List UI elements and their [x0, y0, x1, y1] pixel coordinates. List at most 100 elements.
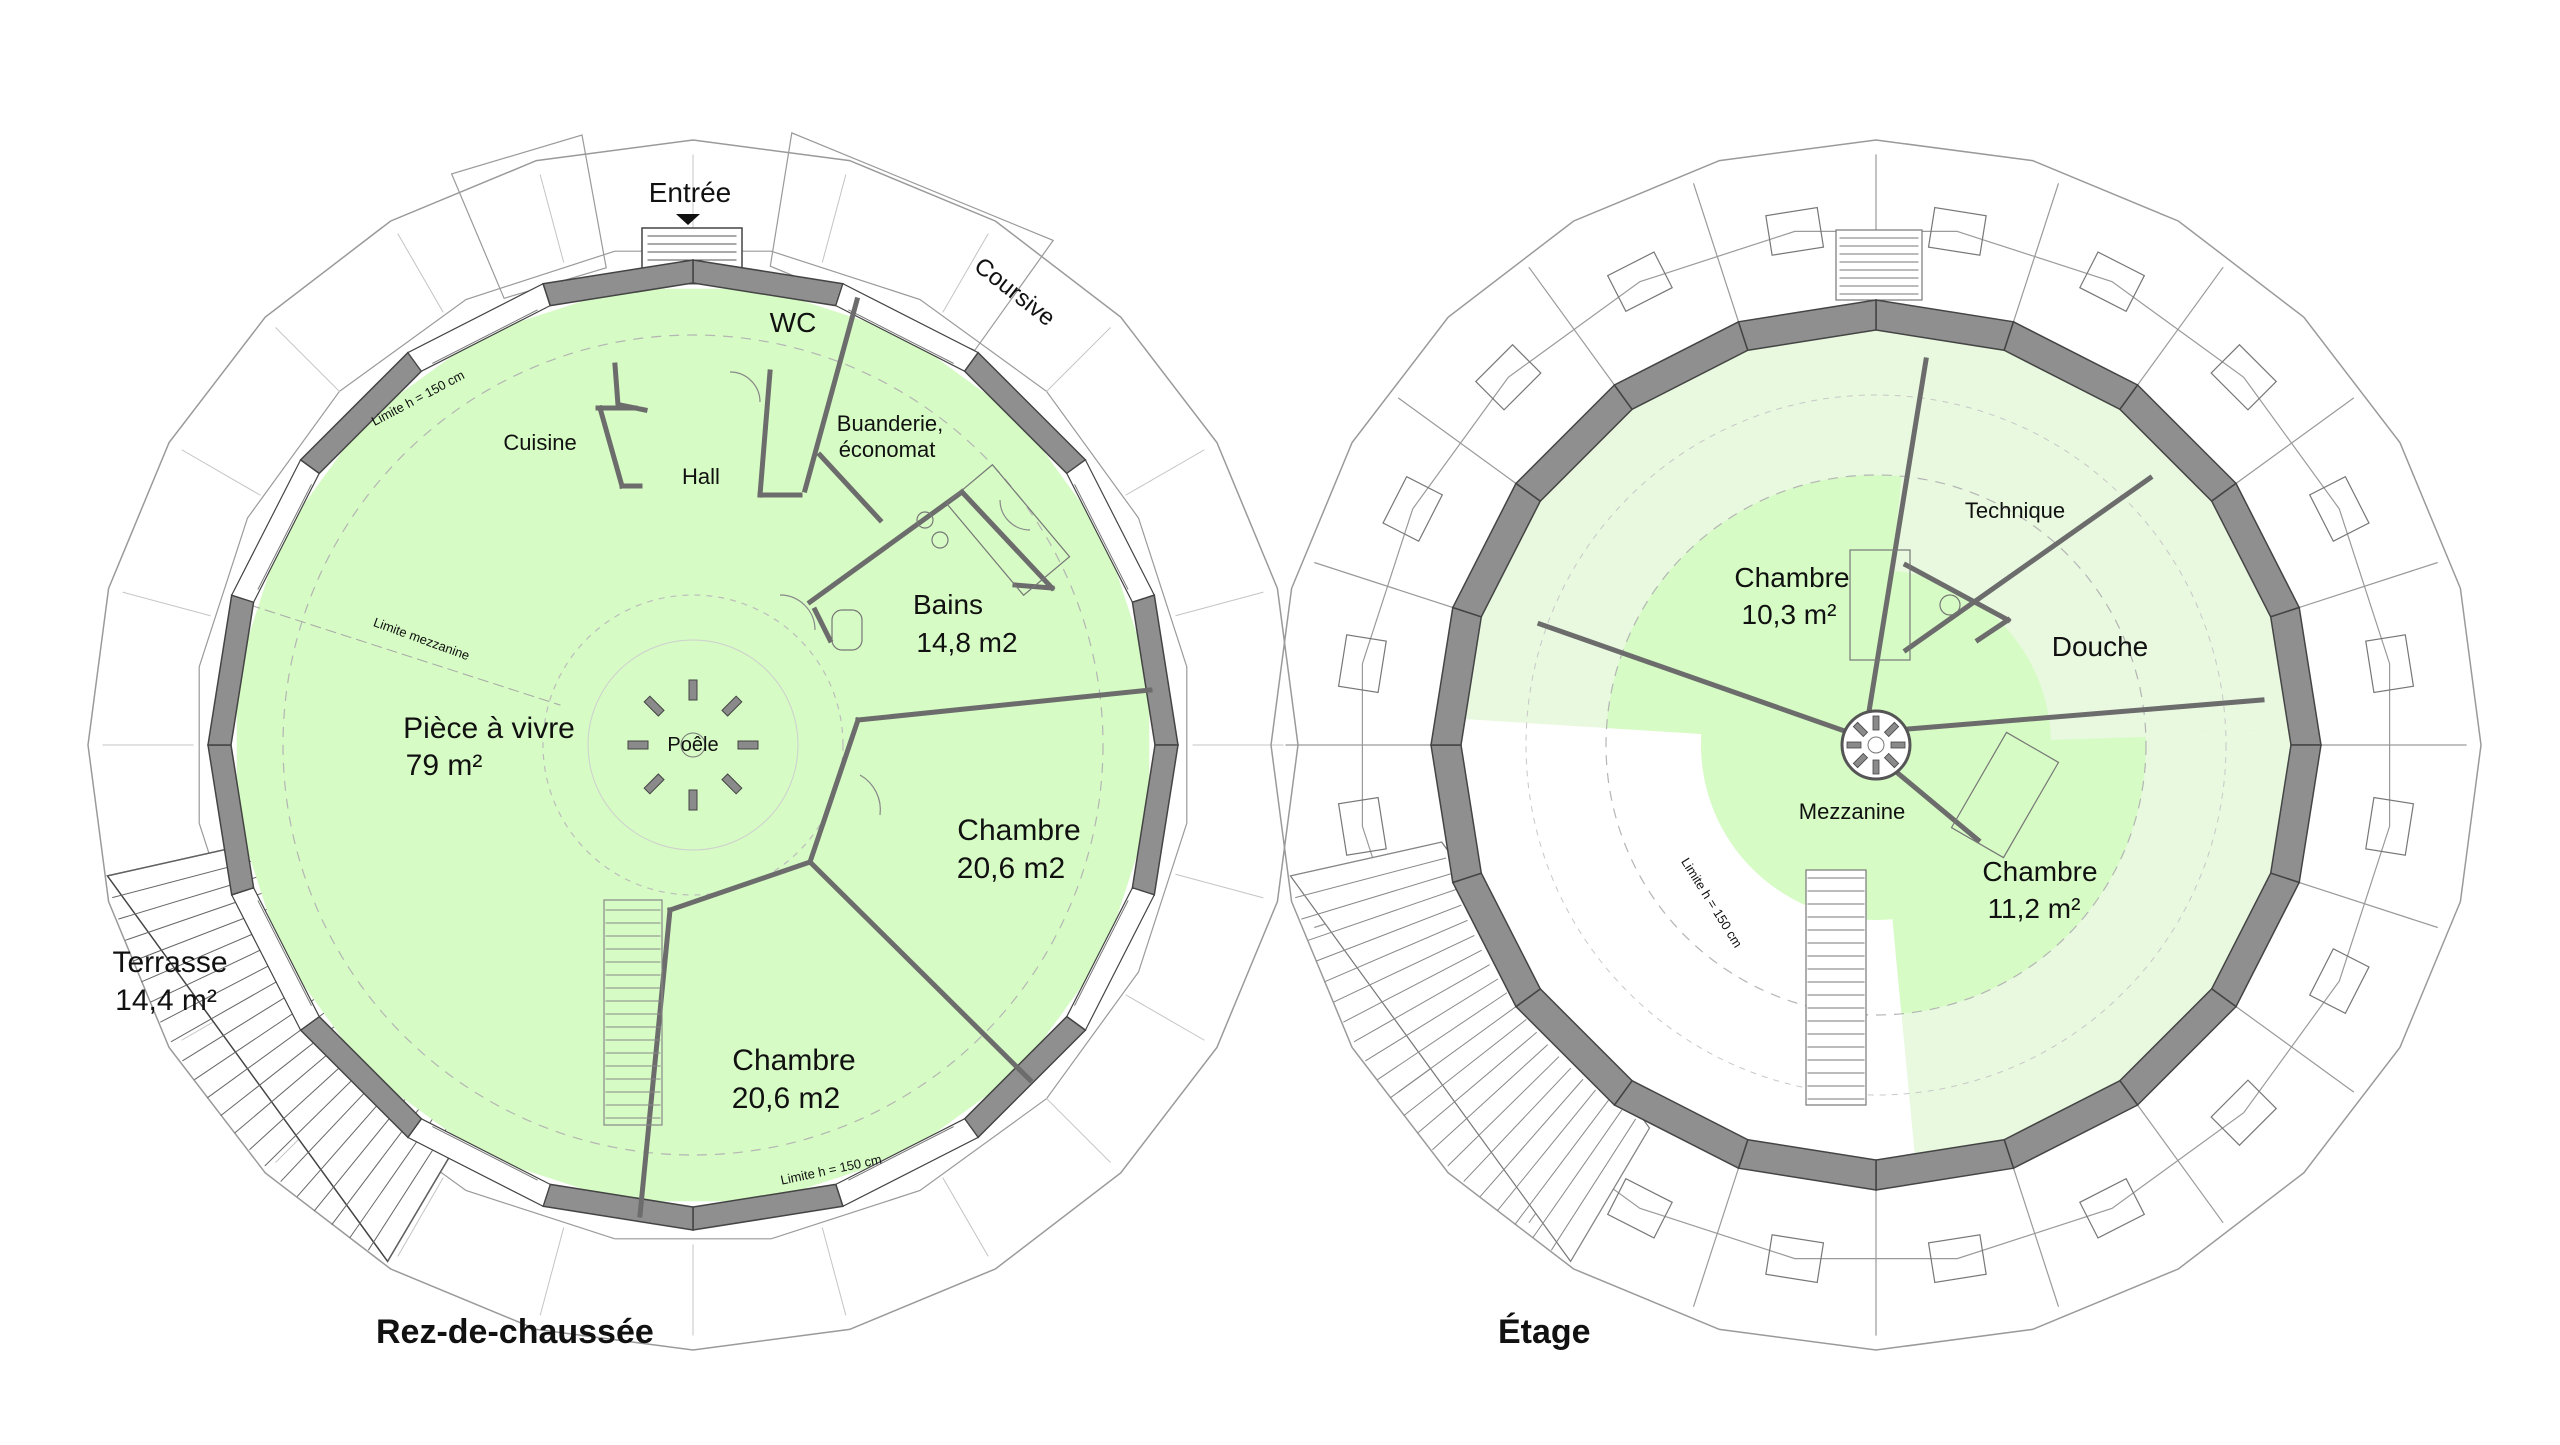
roof-panel-joint: [1692, 1162, 1741, 1307]
label-bains-name: Bains: [913, 589, 983, 620]
upper-terrasse-plank: [1514, 1099, 1610, 1225]
roof-panel-joint: [1528, 266, 1619, 390]
upper-floor-outer-walls: [1430, 299, 2322, 1191]
stove-tile: [643, 695, 665, 717]
window-glass: [1074, 900, 1129, 1006]
roof-panel-joint: [2231, 397, 2355, 488]
upper-floor-plan: Chambre 10,3 m² Technique Douche Mezzani…: [1270, 139, 2482, 1351]
core-tile: [1872, 715, 1880, 731]
window-glass: [257, 484, 312, 590]
upper-terrasse-plank: [1496, 1089, 1596, 1212]
label-terrasse-name: Terrasse: [112, 946, 227, 979]
upper-stair-outline: [1805, 869, 1867, 1106]
deck-joint: [1045, 327, 1111, 393]
roof-panel-joint: [2133, 266, 2224, 390]
roof-outer-outline: [1270, 139, 2482, 1351]
skylight: [2210, 343, 2278, 411]
chambre-a-inner-fill: [1606, 475, 1902, 745]
partition-wall: [811, 606, 834, 644]
label-upper-technique: Technique: [1965, 498, 2065, 523]
upper-floor-outer-ring: [1270, 139, 2482, 1351]
upper-terrasse-plank: [1550, 1118, 1637, 1251]
skylight: [2365, 796, 2415, 856]
upper-floor-dashed-lines: [1525, 394, 2227, 1096]
upper-terrasse-plank: [1377, 992, 1508, 1081]
label-coursive: Coursive: [969, 252, 1060, 332]
stove-tile: [721, 695, 743, 717]
label-upper-chambre-a-name: Chambre: [1734, 562, 1849, 593]
interior-stair-outline: [603, 899, 663, 1126]
stove-tile: [688, 679, 698, 701]
core-center: [1867, 736, 1885, 754]
upper-terrasse-plank: [1301, 873, 1451, 920]
upper-terrasse-plank: [1343, 949, 1482, 1023]
outer-deck-outline: [87, 139, 1299, 1351]
partition-wall: [855, 687, 1153, 723]
label-piece-area: 79 m²: [406, 749, 483, 782]
label-chambre-a-name: Chambre: [957, 814, 1080, 847]
skylight: [1337, 634, 1387, 694]
label-upper-chambre-b-name: Chambre: [1982, 856, 2097, 887]
deck-joint: [397, 1177, 444, 1257]
deck-joint: [181, 449, 261, 496]
wall-segment: [542, 259, 694, 307]
label-piece-name: Pièce à vivre: [403, 712, 575, 745]
skylight: [1606, 1177, 1673, 1239]
partition-wall: [1893, 697, 2265, 733]
partition-wall: [1902, 474, 2154, 654]
upper-terrasse-plank: [1432, 1044, 1548, 1151]
stove-clearance-circle: [587, 639, 799, 851]
window-glass: [257, 900, 312, 1006]
upper-terrasse-plank: [1389, 1005, 1517, 1099]
core-tile: [1883, 721, 1900, 738]
upper-terrasse-plank: [1333, 934, 1475, 1003]
roof-panel-joint: [2133, 1100, 2224, 1224]
roof-panel-joint: [2011, 183, 2060, 328]
roof-panel-joint: [1692, 183, 1741, 328]
stove-tile: [737, 740, 759, 750]
deck-joint: [1175, 591, 1264, 617]
core-tile: [1872, 759, 1880, 775]
upper-stair: [1805, 869, 1867, 1106]
deck-joint: [122, 591, 211, 617]
partition-wall: [1884, 761, 1982, 844]
toilet: [831, 609, 863, 651]
label-bains-area: 14,8 m2: [916, 627, 1017, 658]
deck-joint: [942, 233, 989, 313]
door-swing: [729, 371, 761, 403]
entry-porch-left: [450, 134, 607, 300]
deck-joint: [1125, 994, 1205, 1041]
door-swing: [859, 774, 881, 816]
upper-terrasse-plank: [1315, 904, 1462, 962]
skylight: [1474, 343, 1542, 411]
skylight: [2210, 1079, 2278, 1147]
entry-arrow: [676, 214, 700, 225]
upper-terrasse-plank: [1447, 1056, 1560, 1167]
deck-joint: [942, 1177, 989, 1257]
roof-panel-joint: [2231, 1002, 2355, 1093]
partition-wall: [958, 488, 1056, 592]
window-glass: [848, 309, 954, 364]
upper-terrasse-plank: [1365, 978, 1499, 1062]
door-swing: [779, 594, 816, 631]
partition-wall: [806, 716, 862, 866]
roof-panel-joint: [2293, 561, 2438, 610]
window-glass: [1074, 484, 1129, 590]
skylight: [1927, 1234, 1987, 1284]
core-tile: [1890, 741, 1906, 749]
window-ledge-outline: [198, 250, 1188, 1240]
limite-mezzanine-line: [249, 604, 561, 706]
ground-floor-plan: Entrée Coursive WC Cuisine Hall Buanderi…: [87, 132, 1299, 1351]
mezzanine-core-circle: [542, 594, 844, 896]
limite-h-circle: [282, 334, 1104, 1156]
partition-wall: [1536, 620, 1860, 739]
partition-wall: [637, 907, 673, 1218]
label-entree: Entrée: [649, 177, 732, 208]
partition-wall: [666, 858, 814, 914]
roof-panel-joint: [2011, 1162, 2060, 1307]
window-glass: [432, 309, 538, 364]
upper-floor-partitions: [1536, 357, 2265, 1106]
partition-wall: [816, 451, 884, 524]
deck-joint: [275, 327, 341, 393]
label-upper-douche: Douche: [2052, 631, 2149, 662]
